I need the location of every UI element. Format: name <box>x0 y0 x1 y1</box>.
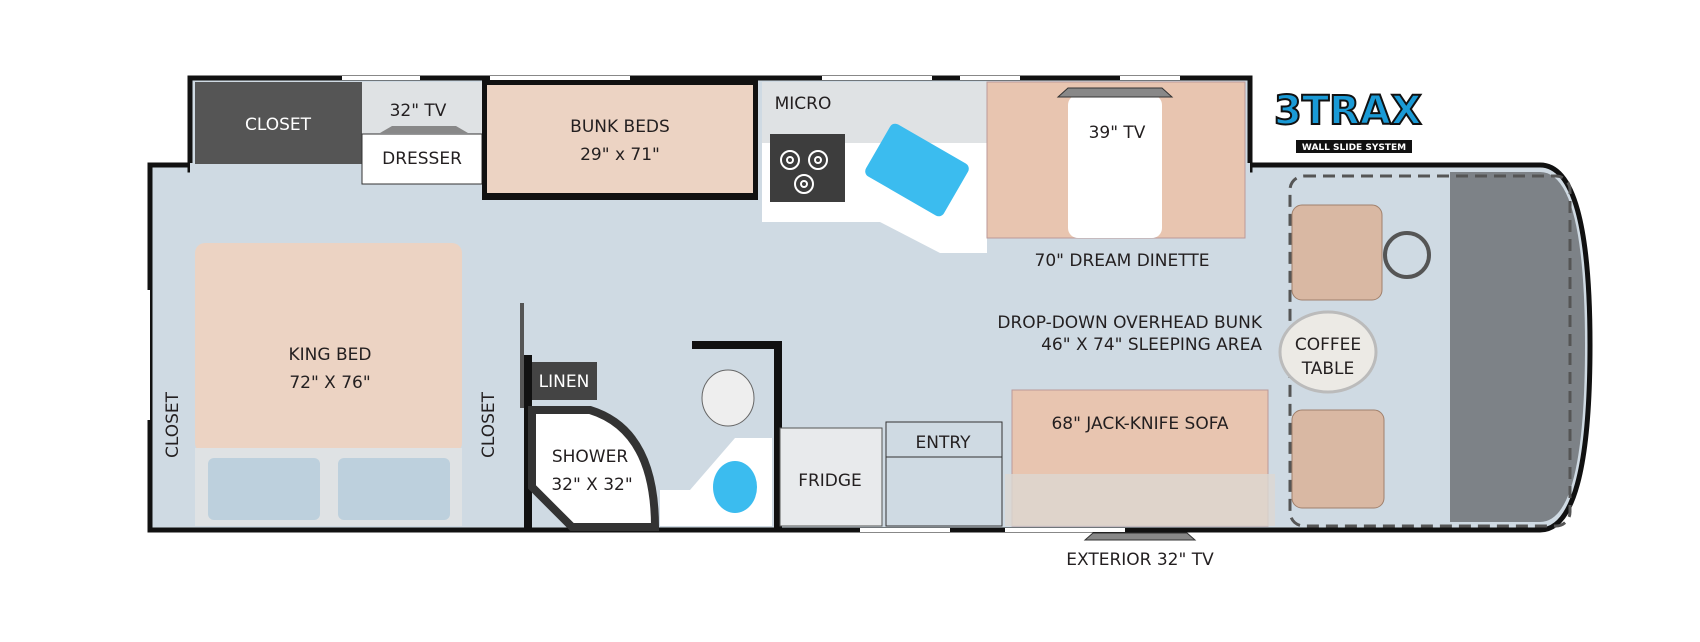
entry-label: ENTRY <box>916 433 972 453</box>
steering-wheel-icon <box>1383 231 1431 279</box>
dinette-tv-label: 39" TV <box>1089 123 1146 143</box>
bedroom-tv-label: 32" TV <box>390 101 447 121</box>
pillow <box>338 458 450 520</box>
bunk-beds-label: BUNK BEDS <box>570 117 670 137</box>
windows <box>146 76 1180 532</box>
stove <box>770 134 845 202</box>
shower-size: 32" X 32" <box>551 475 632 495</box>
coffee-table-label-1: COFFEE <box>1295 335 1361 355</box>
exterior-tv-label: EXTERIOR 32" TV <box>1066 550 1214 570</box>
burner-icon <box>780 150 828 194</box>
king-bed-size: 72" X 76" <box>289 373 370 393</box>
fridge <box>779 427 883 527</box>
dresser <box>361 133 483 185</box>
pillow <box>208 458 320 520</box>
dashboard <box>1450 172 1585 522</box>
toilet-icon <box>701 369 755 427</box>
linen-label: LINEN <box>539 372 590 392</box>
shower <box>528 406 660 531</box>
entry[interactable] <box>885 421 1003 527</box>
closet-left-label: CLOSET <box>163 391 183 458</box>
shower-label: SHOWER <box>552 447 629 467</box>
tv-icon <box>380 126 468 133</box>
coffee-table-label-2: TABLE <box>1301 359 1355 379</box>
dresser-label: DRESSER <box>382 149 462 169</box>
coffee-table <box>1278 310 1378 394</box>
overhead-bunk-label: DROP-DOWN OVERHEAD BUNK <box>997 313 1262 333</box>
exterior-tv-icon <box>1083 532 1197 541</box>
closet-right-label: CLOSET <box>479 391 499 458</box>
micro-label: MICRO <box>775 94 832 114</box>
dinette-tv-icon <box>1056 87 1174 98</box>
logo-tagline: WALL SLIDE SYSTEM <box>1302 143 1406 153</box>
cab-seat <box>1291 204 1385 509</box>
fridge-label: FRIDGE <box>798 471 862 491</box>
king-bed-label: KING BED <box>289 345 372 365</box>
logo-brand: 3TRAX <box>1274 88 1422 134</box>
bathroom-sink <box>713 461 757 513</box>
overhead-bunk-size: 46" X 74" SLEEPING AREA <box>1041 335 1262 355</box>
linen <box>532 362 597 400</box>
sofa-label: 68" JACK-KNIFE SOFA <box>1051 414 1228 434</box>
king-bed <box>195 243 462 453</box>
sink <box>865 123 969 217</box>
closet-top-label: CLOSET <box>245 115 312 135</box>
dinette-label: 70" DREAM DINETTE <box>1035 251 1210 271</box>
closet-top <box>195 82 362 164</box>
3trax-logo: 3TRAX WALL SLIDE SYSTEM <box>1273 87 1423 153</box>
bunk-beds <box>487 85 753 193</box>
bunk-beds-size: 29" x 71" <box>580 145 660 165</box>
